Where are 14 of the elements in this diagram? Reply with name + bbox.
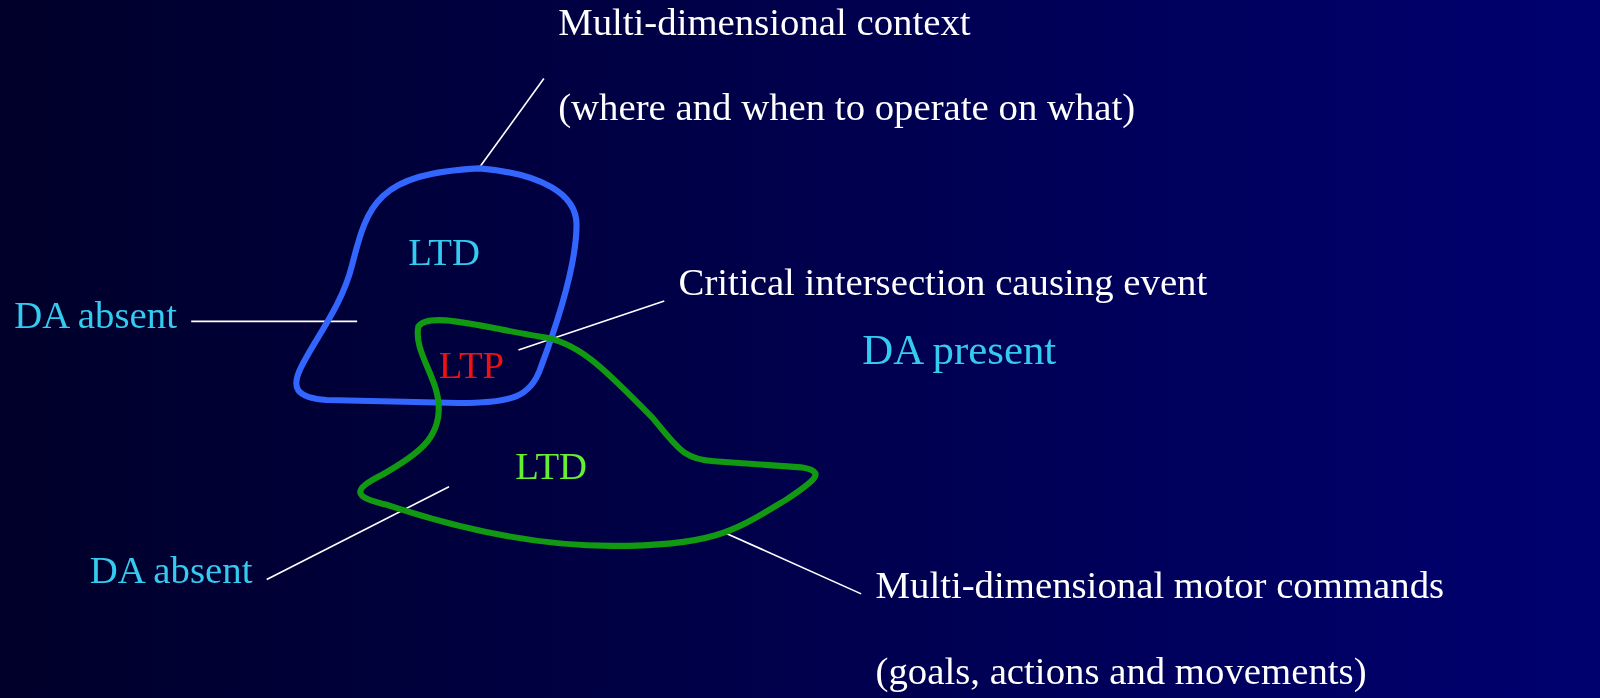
callout-text: Multi-dimensional motor commands <box>875 563 1445 608</box>
leader-line <box>265 485 450 581</box>
callout-text: Multi-dimensional context <box>558 0 971 45</box>
callout-text: DA absent <box>89 547 253 593</box>
callout-text: DA present <box>862 325 1057 375</box>
callout-text: DA absent <box>14 292 177 338</box>
leader-line <box>190 320 358 323</box>
callout-text: (where and when to operate on what) <box>558 85 1136 130</box>
callout-text: (goals, actions and movements) <box>875 648 1367 694</box>
region-label: LTD <box>408 230 480 276</box>
region-label: LTP <box>438 342 505 388</box>
callout-text: Critical intersection causing event <box>678 260 1208 305</box>
region-label: LTD <box>515 443 588 489</box>
leader-line <box>517 300 666 351</box>
